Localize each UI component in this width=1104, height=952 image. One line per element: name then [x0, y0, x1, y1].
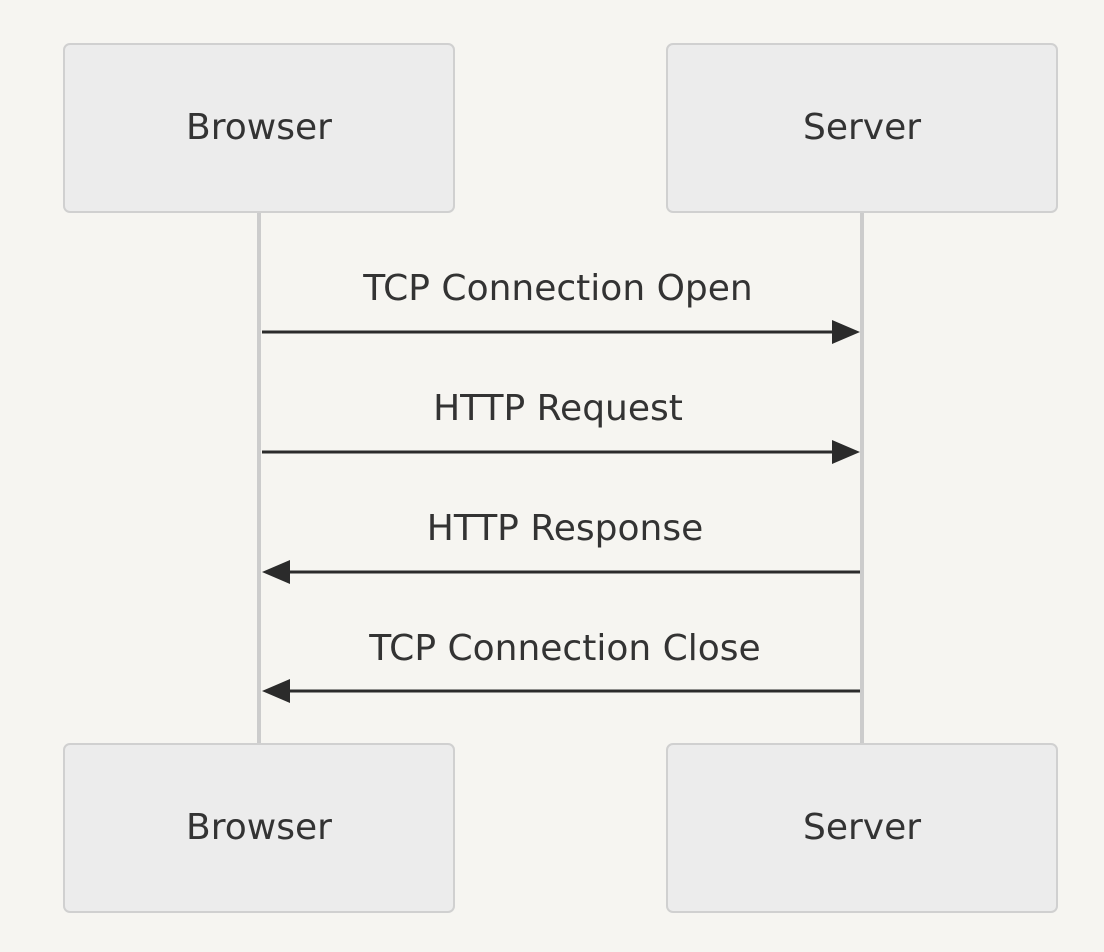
message-http-response-label: HTTP Response	[427, 508, 703, 549]
message-http-request: HTTP Request	[262, 388, 860, 464]
arrow-right-icon	[832, 440, 860, 464]
actor-top-browser-label: Browser	[186, 107, 332, 148]
message-tcp-open-label: TCP Connection Open	[362, 268, 752, 309]
actor-bottom-browser-label: Browser	[186, 807, 332, 848]
message-tcp-open: TCP Connection Open	[262, 268, 860, 344]
arrow-left-icon	[262, 560, 290, 584]
message-tcp-close: TCP Connection Close	[262, 628, 860, 703]
actor-top-server: Server	[666, 43, 1058, 213]
actor-bottom-server: Server	[666, 743, 1058, 913]
message-http-response: HTTP Response	[262, 508, 860, 584]
message-http-request-label: HTTP Request	[433, 388, 683, 429]
actor-bottom-browser: Browser	[63, 743, 455, 913]
actor-top-server-label: Server	[803, 107, 921, 148]
arrow-right-icon	[832, 320, 860, 344]
message-tcp-close-label: TCP Connection Close	[368, 628, 760, 669]
actor-top-browser: Browser	[63, 43, 455, 213]
actor-bottom-server-label: Server	[803, 807, 921, 848]
arrow-left-icon	[262, 679, 290, 703]
